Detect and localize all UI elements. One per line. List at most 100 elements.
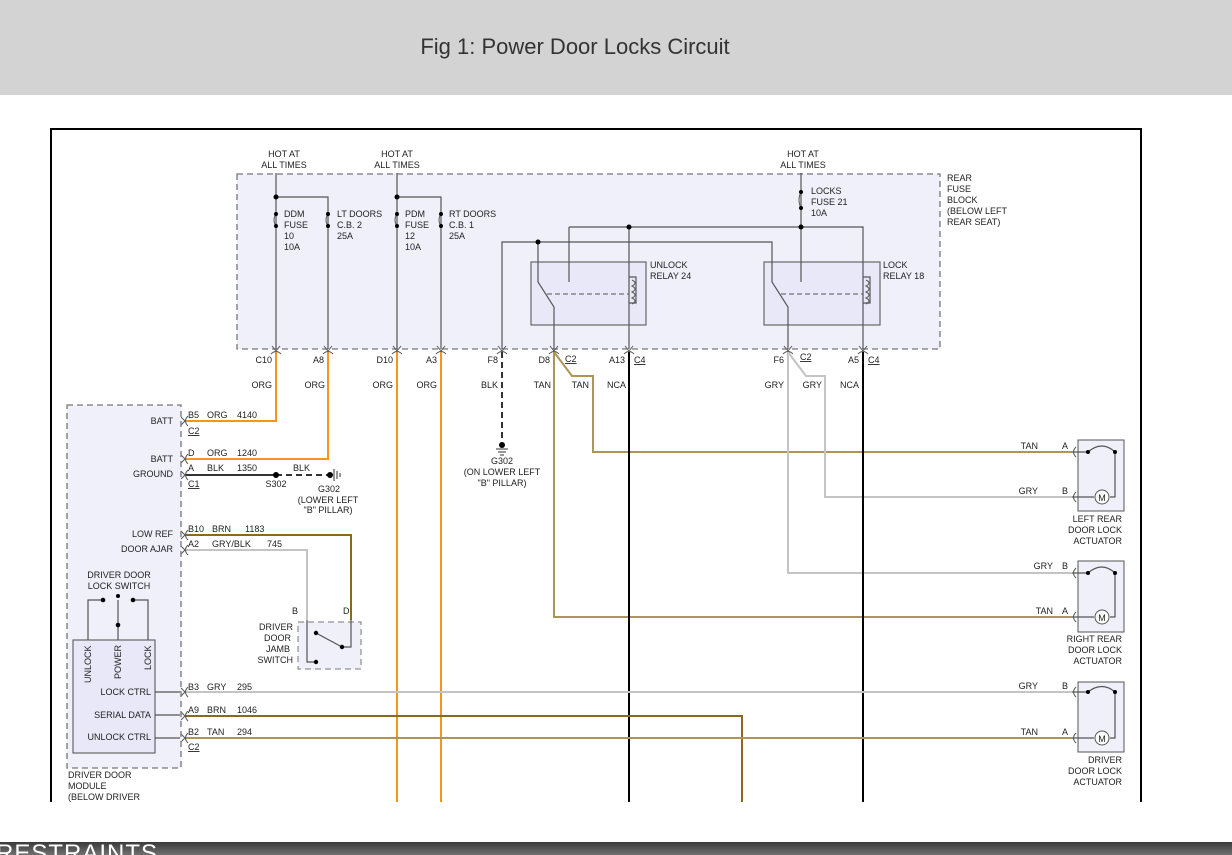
svg-text:GROUND: GROUND bbox=[133, 469, 173, 479]
svg-text:1350: 1350 bbox=[237, 463, 257, 473]
svg-text:"B" PILLAR): "B" PILLAR) bbox=[304, 505, 353, 515]
svg-text:B: B bbox=[292, 606, 298, 616]
rear-fuse-block-label: REAR FUSE BLOCK (BELOW LEFT REAR SEAT) bbox=[947, 173, 1008, 227]
svg-text:SERIAL DATA: SERIAL DATA bbox=[94, 710, 151, 720]
wire-gry-blk-door-ajar bbox=[186, 549, 308, 620]
svg-text:FUSE: FUSE bbox=[405, 220, 429, 230]
fuse-block-internal-wiring bbox=[275, 173, 864, 349]
svg-text:745: 745 bbox=[267, 539, 282, 549]
connector-mark bbox=[180, 710, 189, 722]
svg-text:A3: A3 bbox=[426, 355, 437, 365]
ground-g302-pillar: G302 (ON LOWER LEFT "B" PILLAR) bbox=[464, 442, 541, 488]
svg-text:ORG: ORG bbox=[416, 380, 437, 390]
svg-text:LOCK: LOCK bbox=[143, 645, 153, 670]
section-title: RESTRAINTS bbox=[0, 842, 158, 855]
wire-tan-d8-left-rear bbox=[553, 351, 1072, 453]
svg-text:BATT: BATT bbox=[151, 454, 174, 464]
wires bbox=[186, 351, 1072, 802]
svg-text:LEFT REAR: LEFT REAR bbox=[1073, 514, 1123, 524]
svg-text:DOOR: DOOR bbox=[264, 633, 292, 643]
next-section-bar[interactable]: RESTRAINTS bbox=[0, 842, 1232, 855]
svg-text:C.B. 1: C.B. 1 bbox=[449, 220, 474, 230]
svg-text:BRN: BRN bbox=[212, 524, 231, 534]
wire-org-a8 bbox=[186, 352, 329, 460]
svg-text:DDM: DDM bbox=[284, 209, 305, 219]
svg-text:RT DOORS: RT DOORS bbox=[449, 209, 496, 219]
svg-text:B: B bbox=[1062, 681, 1068, 691]
svg-text:UNLOCK: UNLOCK bbox=[650, 260, 688, 270]
connector-mark bbox=[782, 345, 794, 355]
svg-text:BLOCK: BLOCK bbox=[947, 195, 978, 205]
svg-text:A2: A2 bbox=[188, 539, 199, 549]
svg-text:M: M bbox=[1098, 493, 1106, 503]
svg-text:LOCK SWITCH: LOCK SWITCH bbox=[88, 581, 151, 591]
svg-text:DOOR AJAR: DOOR AJAR bbox=[121, 544, 174, 554]
svg-text:FUSE 21: FUSE 21 bbox=[811, 197, 848, 207]
svg-text:10A: 10A bbox=[405, 242, 421, 252]
svg-text:12: 12 bbox=[405, 231, 415, 241]
svg-text:LT DOORS: LT DOORS bbox=[337, 209, 382, 219]
svg-text:1240: 1240 bbox=[237, 448, 257, 458]
svg-text:RIGHT REAR: RIGHT REAR bbox=[1067, 634, 1123, 644]
svg-text:HOT AT: HOT AT bbox=[787, 149, 819, 159]
svg-text:C.B. 2: C.B. 2 bbox=[337, 220, 362, 230]
svg-text:B: B bbox=[1062, 486, 1068, 496]
svg-text:NCA: NCA bbox=[840, 380, 859, 390]
svg-text:DOOR LOCK: DOOR LOCK bbox=[1068, 645, 1122, 655]
figure-title: Fig 1: Power Door Locks Circuit bbox=[420, 34, 730, 59]
svg-text:S302: S302 bbox=[265, 479, 286, 489]
svg-text:G302: G302 bbox=[318, 484, 340, 494]
svg-text:UNLOCK CTRL: UNLOCK CTRL bbox=[87, 732, 151, 742]
svg-text:JAMB: JAMB bbox=[266, 644, 290, 654]
wire-brn-serial-data bbox=[186, 715, 743, 802]
svg-text:ORG: ORG bbox=[372, 380, 393, 390]
wire-org-c10 bbox=[186, 352, 277, 422]
svg-text:DOOR LOCK: DOOR LOCK bbox=[1068, 525, 1122, 535]
svg-text:ALL TIMES: ALL TIMES bbox=[780, 160, 826, 170]
fuse-block-pin-labels: C10 A8 D10 A3 F8 D8 A13 F6 A5 bbox=[255, 355, 859, 365]
svg-text:A5: A5 bbox=[848, 355, 859, 365]
svg-text:FUSE: FUSE bbox=[284, 220, 308, 230]
svg-text:ORG: ORG bbox=[251, 380, 272, 390]
connector-mark bbox=[857, 345, 869, 355]
svg-text:G302: G302 bbox=[491, 456, 513, 466]
svg-text:F8: F8 bbox=[487, 355, 498, 365]
svg-text:B10: B10 bbox=[188, 524, 204, 534]
connector-mark bbox=[180, 469, 189, 481]
diagram-frame bbox=[50, 128, 1142, 802]
svg-text:1046: 1046 bbox=[237, 705, 257, 715]
svg-text:A: A bbox=[1062, 606, 1068, 616]
svg-text:ACTUATOR: ACTUATOR bbox=[1073, 777, 1122, 787]
svg-text:POWER: POWER bbox=[113, 644, 123, 679]
svg-text:ALL TIMES: ALL TIMES bbox=[374, 160, 420, 170]
svg-text:GRY: GRY bbox=[1034, 561, 1053, 571]
svg-text:C2: C2 bbox=[800, 352, 812, 362]
svg-text:B2: B2 bbox=[188, 727, 199, 737]
svg-text:TAN: TAN bbox=[1021, 441, 1038, 451]
svg-text:10A: 10A bbox=[811, 208, 827, 218]
svg-text:TAN: TAN bbox=[207, 727, 224, 737]
svg-text:D10: D10 bbox=[376, 355, 393, 365]
connector-mark bbox=[180, 544, 189, 556]
driver-door-jamb-switch: B D DRIVER DOOR JAMB SWITCH bbox=[258, 606, 362, 670]
svg-text:B: B bbox=[1062, 561, 1068, 571]
svg-text:(BELOW LEFT: (BELOW LEFT bbox=[947, 206, 1008, 216]
svg-text:DRIVER: DRIVER bbox=[1088, 755, 1123, 765]
connector-labels: C2 C4 C2 C4 bbox=[565, 352, 880, 365]
fuse-symbols bbox=[273, 190, 804, 245]
svg-text:DRIVER DOOR: DRIVER DOOR bbox=[68, 770, 132, 780]
svg-text:25A: 25A bbox=[337, 231, 353, 241]
svg-text:M: M bbox=[1098, 613, 1106, 623]
svg-text:DRIVER: DRIVER bbox=[259, 622, 294, 632]
svg-text:GRY: GRY bbox=[803, 380, 822, 390]
svg-text:C10: C10 bbox=[255, 355, 272, 365]
svg-text:BLK: BLK bbox=[207, 463, 224, 473]
svg-text:D: D bbox=[343, 606, 350, 616]
svg-text:10: 10 bbox=[284, 231, 294, 241]
svg-text:A: A bbox=[1062, 441, 1068, 451]
svg-text:GRY: GRY bbox=[1019, 681, 1038, 691]
